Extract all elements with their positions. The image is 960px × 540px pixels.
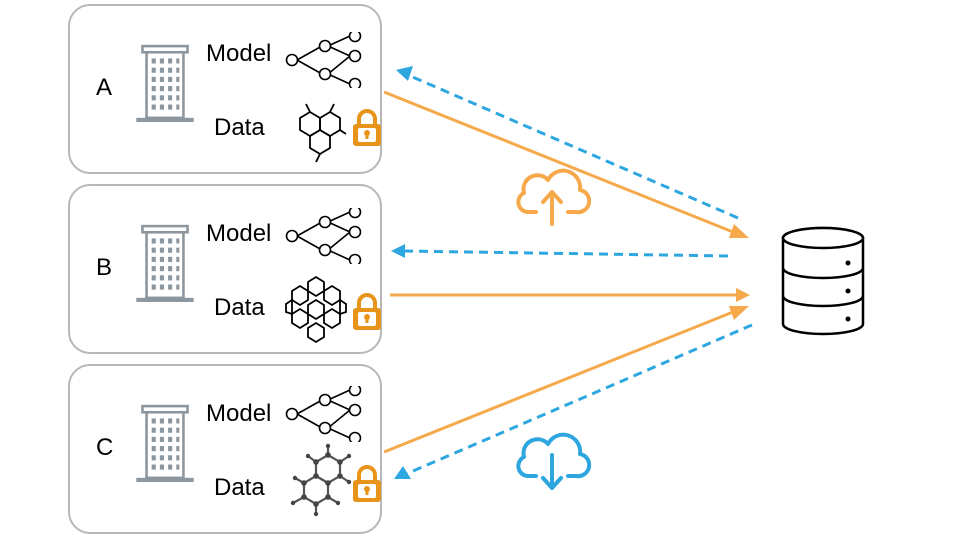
client-panel-a: [68, 4, 382, 174]
data-label-c: Data: [214, 474, 265, 501]
client-label-b: B: [96, 254, 113, 281]
client-panel-c: [68, 364, 382, 534]
upload-arrowheads: [729, 224, 750, 320]
client-label-a: A: [96, 74, 113, 101]
model-label-b: Model: [206, 220, 272, 247]
cloud-download-icon: [516, 432, 592, 490]
upload-arrows: [383, 90, 739, 454]
download-arrows: [403, 73, 753, 476]
data-label-a: Data: [214, 114, 265, 141]
model-label-c: Model: [206, 400, 272, 427]
client-label-c: C: [96, 434, 114, 461]
data-label-b: Data: [214, 294, 265, 321]
client-panel-b: [68, 184, 382, 354]
cloud-upload-icon: [516, 168, 592, 226]
database-icon: [781, 226, 865, 336]
download-arrowheads: [391, 66, 413, 479]
model-label-a: Model: [206, 40, 272, 67]
